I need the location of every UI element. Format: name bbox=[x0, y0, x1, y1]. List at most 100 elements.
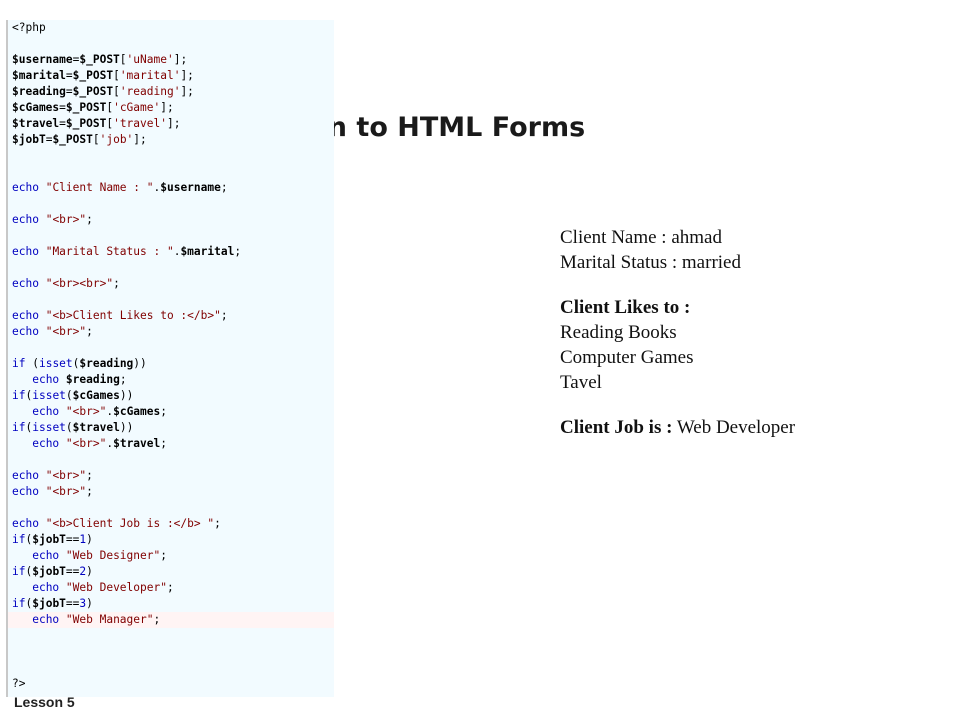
code-token bbox=[39, 213, 46, 226]
output-gap bbox=[560, 395, 940, 415]
code-line[interactable]: if(isset($travel)) bbox=[8, 420, 334, 436]
code-token: ; bbox=[153, 613, 161, 626]
code-token: "<br>" bbox=[65, 437, 107, 450]
code-line[interactable]: if($jobT==3) bbox=[8, 596, 334, 612]
browser-output: Client Name : ahmad Marital Status : mar… bbox=[560, 225, 940, 440]
code-token: . bbox=[153, 181, 161, 194]
code-line[interactable]: echo "Web Developer"; bbox=[8, 580, 334, 596]
job-value: Web Developer bbox=[672, 417, 796, 438]
code-line[interactable]: echo "<br>"; bbox=[8, 212, 334, 228]
output-gap bbox=[560, 275, 940, 295]
code-line[interactable]: ?> bbox=[8, 676, 334, 692]
code-token: echo bbox=[12, 277, 39, 290]
code-token: echo bbox=[32, 437, 60, 450]
code-line[interactable] bbox=[8, 228, 334, 244]
code-line[interactable]: $travel=$_POST['travel']; bbox=[8, 116, 334, 132]
code-token: $cGames bbox=[72, 389, 120, 402]
code-token: ( bbox=[25, 389, 33, 402]
code-line[interactable]: echo "<br><br>"; bbox=[8, 276, 334, 292]
code-line[interactable]: $marital=$_POST['marital']; bbox=[8, 68, 334, 84]
code-token bbox=[59, 405, 66, 418]
code-line[interactable]: echo "<br>"; bbox=[8, 484, 334, 500]
code-token: == bbox=[65, 533, 80, 546]
code-line[interactable]: echo "<b>Client Job is :</b> "; bbox=[8, 516, 334, 532]
code-line[interactable] bbox=[8, 260, 334, 276]
code-line[interactable]: echo "Web Designer"; bbox=[8, 548, 334, 564]
code-token: = bbox=[59, 117, 66, 130]
code-token: ( bbox=[25, 565, 33, 578]
code-token bbox=[59, 373, 66, 386]
code-line[interactable]: if($jobT==2) bbox=[8, 564, 334, 580]
code-token: $jobT bbox=[32, 565, 66, 578]
code-line[interactable] bbox=[8, 196, 334, 212]
code-token: $_POST bbox=[72, 69, 114, 82]
code-token: )) bbox=[119, 389, 134, 402]
code-line[interactable] bbox=[8, 292, 334, 308]
code-token: ) bbox=[86, 533, 93, 546]
code-token: "<br>" bbox=[45, 469, 87, 482]
code-line[interactable]: echo "Web Manager"; bbox=[8, 612, 334, 628]
code-line[interactable]: if($jobT==1) bbox=[8, 532, 334, 548]
code-token: $travel bbox=[12, 117, 60, 130]
code-token: "<b>Client Job is :</b> " bbox=[45, 517, 215, 530]
code-token: ?> bbox=[12, 677, 26, 690]
code-token: ; bbox=[220, 181, 228, 194]
code-line[interactable] bbox=[8, 500, 334, 516]
code-line[interactable] bbox=[8, 36, 334, 52]
code-token: ( bbox=[72, 357, 80, 370]
code-token bbox=[59, 437, 66, 450]
code-line[interactable]: echo $reading; bbox=[8, 372, 334, 388]
code-token: $cGames bbox=[113, 405, 161, 418]
code-token bbox=[12, 373, 32, 386]
code-line[interactable]: echo "<br>".$travel; bbox=[8, 436, 334, 452]
code-token: ]; bbox=[160, 101, 174, 114]
code-token: $username bbox=[160, 181, 221, 194]
code-token: if bbox=[12, 597, 26, 610]
code-line[interactable]: $username=$_POST['uName']; bbox=[8, 52, 334, 68]
code-token: 'marital' bbox=[119, 69, 181, 82]
code-token: echo bbox=[32, 405, 60, 418]
code-line[interactable]: if(isset($cGames)) bbox=[8, 388, 334, 404]
code-line[interactable] bbox=[8, 452, 334, 468]
code-token: = bbox=[72, 53, 80, 66]
code-token: ( bbox=[25, 357, 39, 370]
code-token: ; bbox=[86, 469, 93, 482]
code-line[interactable]: echo "Client Name : ".$username; bbox=[8, 180, 334, 196]
code-token: 'job' bbox=[99, 133, 134, 146]
code-token: "Web Developer" bbox=[65, 581, 167, 594]
output-job: Client Job is : Web Developer bbox=[560, 415, 940, 440]
code-line[interactable] bbox=[8, 644, 334, 660]
code-line[interactable]: $reading=$_POST['reading']; bbox=[8, 84, 334, 100]
code-token: $_POST bbox=[72, 85, 114, 98]
code-token: "<br>" bbox=[45, 325, 87, 338]
code-line[interactable]: if (isset($reading)) bbox=[8, 356, 334, 372]
code-token: 'uName' bbox=[126, 53, 174, 66]
code-line[interactable] bbox=[8, 340, 334, 356]
code-line[interactable]: $cGames=$_POST['cGame']; bbox=[8, 100, 334, 116]
code-line[interactable]: <?php bbox=[8, 20, 334, 36]
code-line[interactable]: echo "Marital Status : ".$marital; bbox=[8, 244, 334, 260]
code-line[interactable]: echo "<br>"; bbox=[8, 468, 334, 484]
code-token: echo bbox=[12, 485, 39, 498]
code-token: "<b>Client Likes to :</b>" bbox=[45, 309, 221, 322]
code-token bbox=[39, 325, 46, 338]
code-line[interactable] bbox=[8, 628, 334, 644]
code-token: $username bbox=[12, 53, 73, 66]
code-line[interactable] bbox=[8, 148, 334, 164]
output-likes-heading: Client Likes to : bbox=[560, 295, 940, 320]
code-line[interactable] bbox=[8, 660, 334, 676]
code-token: if bbox=[12, 389, 26, 402]
code-token: "<br>" bbox=[45, 213, 87, 226]
code-editor[interactable]: <?php $username=$_POST['uName'];$marital… bbox=[6, 20, 334, 697]
code-token: echo bbox=[12, 517, 39, 530]
code-line[interactable]: echo "<b>Client Likes to :</b>"; bbox=[8, 308, 334, 324]
code-line[interactable] bbox=[8, 164, 334, 180]
code-token: 'cGame' bbox=[113, 101, 161, 114]
job-label: Client Job is : bbox=[560, 417, 673, 438]
code-token: ]; bbox=[180, 69, 194, 82]
code-line[interactable]: echo "<br>"; bbox=[8, 324, 334, 340]
code-token: "Marital Status : " bbox=[45, 245, 174, 258]
code-line[interactable]: echo "<br>".$cGames; bbox=[8, 404, 334, 420]
code-token: echo bbox=[12, 181, 39, 194]
code-line[interactable]: $jobT=$_POST['job']; bbox=[8, 132, 334, 148]
